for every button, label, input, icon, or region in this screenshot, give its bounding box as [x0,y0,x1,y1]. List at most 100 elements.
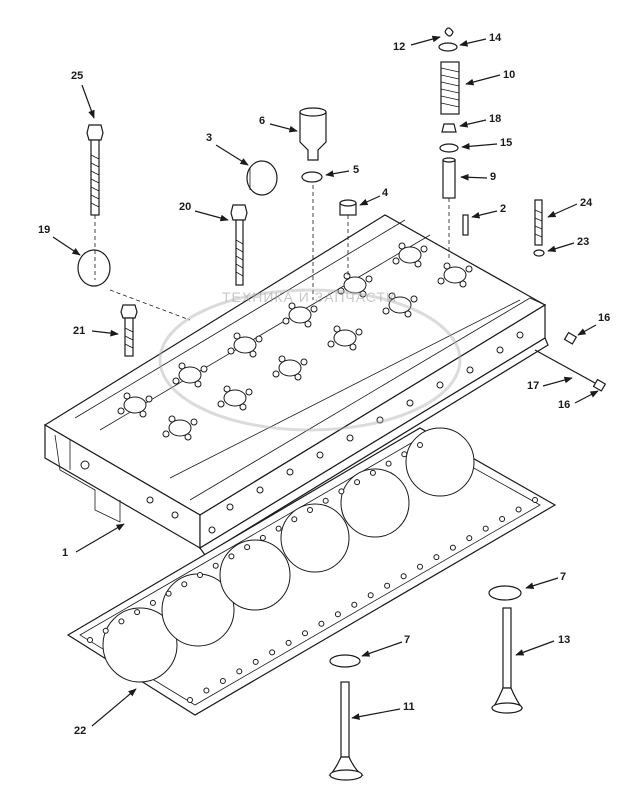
head-port-groups [117,242,473,441]
bolt-hole [172,377,180,385]
gasket-hole [400,573,407,580]
callout-leader-c5 [325,170,350,178]
valve-port [278,359,302,377]
callout-leader-c1 [75,523,125,553]
gasket-hole [102,627,109,634]
valve-port [343,276,367,294]
bolt-hole [200,365,208,373]
bolt-hole [327,340,335,348]
bolt-hole [359,290,367,298]
washer-23 [533,249,545,257]
bolt-hole [300,358,308,366]
valve-port [288,306,312,324]
callout-label-c16b: 16 [558,399,570,411]
callout-label-c17: 17 [527,380,539,392]
callout-label-c7a: 7 [560,571,566,583]
valve-port [223,389,247,407]
bolt-hole [117,407,125,415]
valve-port [233,336,257,354]
bolt-hole [178,362,186,370]
bolt-hole [190,418,198,426]
alignment-lines [94,185,450,321]
bolt-hole [337,287,345,295]
watermark: ТЕХНИКА И ЗАПЧАСТИ [158,288,462,432]
bolt-hole [162,430,170,438]
callout-leader-c22 [91,688,137,727]
bolt-hole [420,245,428,253]
bolt-hole [414,260,422,268]
stud-24 [534,199,543,246]
callout-leader-c6 [269,123,298,133]
callout-label-c12: 12 [393,41,405,53]
gasket-hole [369,469,376,476]
callout-label-c13: 13 [558,634,570,646]
gasket-hole [291,516,298,523]
gasket-hole [134,609,141,616]
gasket-hole [351,601,358,608]
callout-leader-c12 [410,35,441,46]
callout-leader-c7a [525,577,559,589]
callout-label-c10: 10 [503,69,515,81]
gasket-hole [187,697,193,703]
valve-stem-seal-18 [441,123,457,133]
callout-label-c1: 1 [62,547,68,559]
callout-leader-c19 [52,236,81,256]
bolt-hole [272,370,280,378]
bolt-hole [249,350,257,358]
callout-label-c7b: 7 [404,634,410,646]
gasket-hole [417,442,423,448]
gasket-hole [228,553,235,560]
callout-leader-c24 [547,203,578,218]
bolt-21 [120,304,138,357]
valve-port [123,396,147,414]
bolt-hole [184,433,192,441]
gasket-hole [302,630,308,637]
bolt-hole [288,302,296,310]
callout-label-c14: 14 [489,32,502,44]
callout-label-c22: 22 [74,725,86,737]
bolt-hole [365,275,373,283]
bolt-hole [443,262,451,270]
callout-leader-c10 [465,74,501,86]
gasket-hole [307,507,313,513]
bolt-hole [255,335,263,343]
gasket-hole [433,554,440,561]
callout-leader-c16b [574,390,599,404]
valve-guide-9 [442,157,456,199]
callout-leader-c20 [194,210,229,222]
callout-label-c5: 5 [353,164,359,176]
gasket-hole [482,525,489,532]
bolt-hole [233,332,241,340]
bolt-25 [86,124,104,216]
gasket-hole [318,620,325,627]
callout-leader-c9 [460,173,488,181]
bolt-20 [230,204,248,286]
gasket-hole [338,488,345,495]
gasket-hole [219,678,226,684]
o-ring-5 [301,171,323,183]
bolt-hole [278,355,286,363]
gasket-hole [334,611,341,618]
valve-port [178,366,202,384]
callout-label-c25: 25 [71,70,83,82]
bolt-hole [223,385,231,393]
valve-13 [488,585,524,714]
bolt-hole [217,400,225,408]
dowel-pin-2 [462,214,469,236]
gasket-hole [417,563,423,570]
callout-label-c24: 24 [580,197,593,209]
callout-leader-c7b [361,641,403,657]
gasket-hole [532,497,538,503]
callout-leader-c18 [459,119,487,128]
bolt-hole [194,380,202,388]
gasket-hole [499,516,506,522]
gasket-hole [259,534,266,541]
gasket-hole [181,581,188,588]
callout-label-c21: 21 [73,325,85,337]
gasket-hole [212,562,219,569]
gasket-hole [165,590,172,597]
callout-label-c2: 2 [500,203,506,215]
bolt-hole [343,272,351,280]
